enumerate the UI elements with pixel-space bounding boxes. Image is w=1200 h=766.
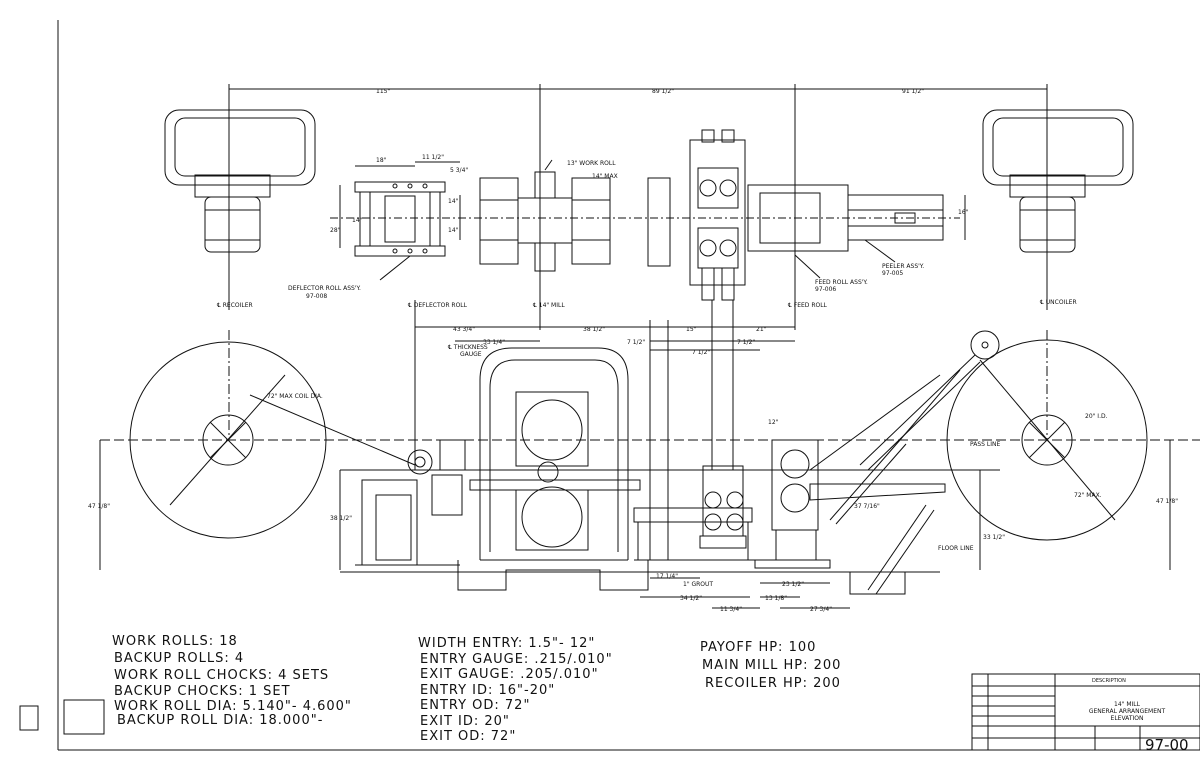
dim-38-5b: 38 1/2"	[330, 515, 352, 522]
spec-entry-od: ENTRY OD: 72"	[420, 698, 531, 713]
tb-drawing-number: 97-00	[1145, 736, 1189, 754]
spec-exit-id: EXIT ID: 20"	[420, 714, 510, 729]
dim-115: 115"	[376, 88, 390, 95]
dim-1-grout: 1" GROUT	[683, 581, 713, 588]
spec-recoiler-hp: RECOILER HP: 200	[705, 676, 841, 691]
label-pass-line: PASS LINE	[970, 441, 1000, 448]
label-floor-line: FLOOR LINE	[938, 545, 974, 552]
spec-backup-chocks: BACKUP CHOCKS: 1 SET	[114, 684, 291, 699]
dim-14a: 14"	[352, 217, 363, 224]
uncoiler-motor-plan	[982, 109, 1134, 253]
spec-stamp	[19, 699, 105, 735]
dim-27-75: 27 3/4"	[810, 606, 832, 613]
deflector-stand-elevation	[355, 439, 466, 573]
dim-37-7-16: 37 7/16"	[854, 503, 880, 510]
dim-72-max-coil: 72" MAX COIL DIA.	[267, 393, 323, 400]
dim-91-5: 91 1/2"	[902, 88, 924, 95]
tb-title2: GENERAL ARRANGEMENT	[1089, 708, 1166, 715]
recoiler-motor-plan	[164, 109, 316, 253]
dim-47-125-right: 47 1/8"	[1156, 498, 1178, 505]
spec-entry-id: ENTRY ID: 16"-20"	[420, 683, 556, 698]
tb-title1: 14" MILL	[1114, 701, 1141, 708]
dim-13-work-roll: 13" WORK ROLL	[567, 160, 616, 167]
spec-work-roll-dia: WORK ROLL DIA: 5.140"- 4.600"	[114, 699, 352, 714]
deflector-roll-plan	[354, 181, 446, 257]
dim-13-125: 13 1/8"	[765, 595, 787, 602]
spec-work-rolls: WORK ROLLS: 18	[112, 634, 238, 649]
spec-exit-gauge: EXIT GAUGE: .205/.010"	[420, 667, 599, 682]
feed-roll-plan	[689, 129, 746, 301]
dim-11-75: 11 3/4"	[720, 606, 742, 613]
dim-47-125-left: 47 1/8"	[88, 503, 110, 510]
label-peeler-assy-no: 97-005	[882, 270, 903, 277]
title-block	[971, 673, 1200, 751]
dim-28: 28"	[330, 227, 341, 234]
spec-exit-od: EXIT OD: 72"	[420, 729, 517, 744]
dim-14c: 14"	[448, 227, 459, 234]
dim-72-max: 72" MAX.	[1074, 492, 1102, 499]
dim-5-75: 5 3/4"	[450, 167, 468, 174]
label-deflector-roll: ℄ DEFLECTOR ROLL	[408, 302, 468, 309]
peeler-plan	[747, 184, 944, 252]
dim-7-5c: 7 1/2"	[692, 349, 710, 356]
spec-payoff-hp: PAYOFF HP: 100	[700, 640, 817, 655]
dim-16: 16"	[958, 209, 969, 216]
spec-backup-rolls: BACKUP ROLLS: 4	[114, 651, 245, 666]
dim-34-5: 34 1/2"	[680, 595, 702, 602]
dim-14-max: 14" MAX	[592, 173, 618, 180]
label-peeler-assy: PEELER ASS'Y.	[882, 263, 924, 270]
tb-title3: ELEVATION	[1111, 715, 1144, 722]
dim-15: 15"	[686, 326, 697, 333]
dim-33-5: 33 1/2"	[983, 534, 1005, 541]
feed-roll-elevation	[699, 465, 747, 549]
label-14-mill: ℄ 14" MILL	[533, 302, 565, 309]
dim-20-id: 20" I.D.	[1085, 413, 1108, 420]
dim-33-25: 33 1/4"	[483, 339, 505, 346]
spec-work-roll-chocks: WORK ROLL CHOCKS: 4 SETS	[114, 668, 330, 683]
dim-18: 18"	[376, 157, 387, 164]
dim-23-5: 23 1/2"	[782, 581, 804, 588]
dim-12: 12"	[768, 419, 779, 426]
peeler-elevation	[754, 439, 946, 595]
dim-38-5: 38 1/2"	[583, 326, 605, 333]
label-deflector-assy: DEFLECTOR ROLL ASS'Y.	[288, 285, 361, 292]
label-feed-assy: FEED ROLL ASS'Y.	[815, 279, 868, 286]
tb-description-header: DESCRIPTION	[1092, 678, 1126, 684]
spec-main-mill-hp: MAIN MILL HP: 200	[702, 658, 842, 673]
mill-housing-elevation	[457, 347, 649, 591]
dim-89-5: 89 1/2"	[652, 88, 674, 95]
dim-21: 21"	[756, 326, 767, 333]
label-recoiler: ℄ RECOILER	[217, 302, 253, 309]
dim-7-5b: 7 1/2"	[737, 339, 755, 346]
dim-17-25: 17 1/4"	[656, 573, 678, 580]
label-thickness: ℄ THICKNESS	[448, 344, 488, 351]
dim-7-5a: 7 1/2"	[627, 339, 645, 346]
label-deflector-assy-no: 97-008	[306, 293, 327, 300]
label-gauge: GAUGE	[460, 351, 482, 358]
label-feed-assy-no: 97-006	[815, 286, 836, 293]
dim-14b: 14"	[448, 198, 459, 205]
dim-11-5: 11 1/2"	[422, 154, 444, 161]
entry-table	[633, 507, 760, 561]
spec-width-entry: WIDTH ENTRY: 1.5"- 12"	[418, 636, 596, 651]
spec-entry-gauge: ENTRY GAUGE: .215/.010"	[420, 652, 613, 667]
dim-43-75: 43 3/4"	[453, 326, 475, 333]
peeler-arm	[859, 330, 1000, 471]
mill-plan	[479, 171, 671, 272]
label-uncoiler: ℄ UNCOILER	[1040, 299, 1077, 306]
spec-backup-roll-dia: BACKUP ROLL DIA: 18.000"-	[117, 713, 324, 728]
label-feed-roll: ℄ FEED ROLL	[788, 302, 828, 309]
